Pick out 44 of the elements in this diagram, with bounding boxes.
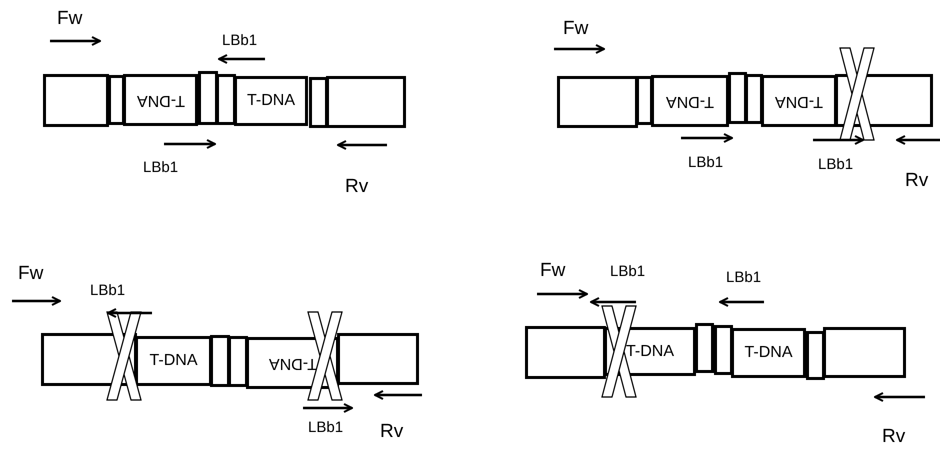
primer-label: LBb1: [308, 419, 344, 436]
segment-box: [234, 76, 308, 126]
segment-box: [123, 74, 198, 126]
primer-label: LBb1: [818, 156, 854, 173]
segment-label: T-DNA: [247, 92, 295, 110]
primer-label: Rv: [345, 176, 368, 198]
primer-label: LBb1: [143, 159, 178, 176]
segment-label: T-DNA: [775, 92, 823, 110]
segment-label: T-DNA: [268, 354, 316, 372]
border-box: [198, 71, 218, 125]
primer-label: LBb1: [222, 32, 258, 49]
border-box: [210, 335, 230, 387]
segment-box: [651, 75, 729, 127]
segment-label: T-DNA: [136, 91, 184, 109]
border-box: [695, 323, 714, 373]
primer-label: Rv: [882, 426, 906, 448]
segment-box: [135, 336, 212, 386]
segment-label: T-DNA: [626, 342, 674, 360]
flank-box: [823, 327, 906, 378]
segment-box: [761, 75, 837, 127]
segment-label: T-DNA: [744, 344, 792, 362]
primer-label: Rv: [380, 421, 404, 443]
segment-label: T-DNA: [150, 352, 198, 370]
primer-label: Rv: [905, 170, 928, 192]
border-box: [806, 331, 825, 380]
primer-label: LBb1: [726, 269, 762, 286]
primer-label: Fw: [540, 260, 566, 282]
flank-box: [525, 326, 606, 379]
border-box: [228, 336, 248, 387]
primer-label: LBb1: [610, 263, 646, 280]
primer-label: LBb1: [688, 154, 724, 171]
flank-box: [326, 76, 406, 128]
border-box: [728, 72, 747, 124]
flank-box: [43, 74, 109, 127]
flank-box: [557, 76, 638, 128]
primer-label: Fw: [57, 8, 82, 30]
border-box: [216, 74, 236, 125]
flank-box: [337, 333, 419, 385]
primer-label: Fw: [563, 18, 588, 40]
border-box: [714, 325, 733, 375]
primer-label: Fw: [18, 263, 44, 285]
primer-label: LBb1: [90, 282, 126, 299]
segment-label: T-DNA: [666, 92, 714, 110]
segment-box: [731, 328, 806, 378]
